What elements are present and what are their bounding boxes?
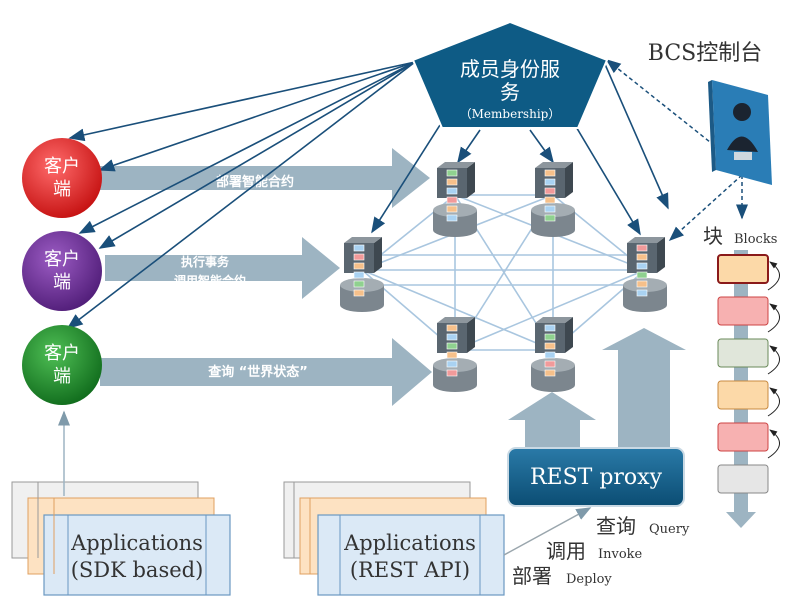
rest-proxy-label: REST proxy <box>530 465 663 490</box>
execute-arrow <box>105 237 340 299</box>
client-1[interactable]: 客户 端 <box>22 138 102 218</box>
rest-proxy-arrows <box>508 328 686 452</box>
query-arrow <box>100 338 432 406</box>
block-4 <box>717 380 769 410</box>
block-5 <box>717 422 769 452</box>
op-invoke-cn: 调用 <box>546 539 586 563</box>
bcs-console-label: BCS控制台 <box>648 41 762 66</box>
membership-title-2: 务 <box>500 80 520 104</box>
block-3 <box>717 338 769 368</box>
apps-sdk-line2: (SDK based) <box>71 558 204 582</box>
rest-apps-to-proxy-link <box>503 507 592 556</box>
block-1 <box>717 254 769 284</box>
op-deploy-cn: 部署 <box>512 564 552 588</box>
client-2-label-2: 端 <box>53 272 71 293</box>
query-arrow-label: 查询 “世界状态” <box>207 364 308 380</box>
client-arrows <box>100 148 432 406</box>
client-2[interactable]: 客户 端 <box>22 231 102 311</box>
execute-arrow-label-1: 执行事务 <box>181 254 230 269</box>
block-6 <box>717 464 769 494</box>
client-1-label-2: 端 <box>53 179 71 200</box>
op-invoke-en: Invoke <box>598 547 643 562</box>
peer-nodes <box>340 162 667 392</box>
apps-sdk-stack: Applications (SDK based) <box>11 481 231 596</box>
peer-node <box>433 162 477 237</box>
console-user-icon <box>708 80 772 185</box>
op-query-en: Query <box>649 522 690 537</box>
apps-sdk-line1: Applications <box>70 531 203 555</box>
apps-rest-stack: Applications (REST API) <box>283 481 505 596</box>
peer-node <box>623 237 667 312</box>
peer-node <box>340 237 384 312</box>
client-3-label-1: 客户 <box>44 343 80 364</box>
membership-subtitle: （Membership） <box>460 107 561 121</box>
peer-node <box>433 317 477 392</box>
peer-node <box>531 317 575 392</box>
console-links <box>605 59 748 242</box>
blocks-cn-label: 块 <box>703 224 723 248</box>
peer-mesh <box>361 194 646 351</box>
blockchain <box>717 250 780 528</box>
membership-links <box>66 61 669 329</box>
op-query-cn: 查询 <box>596 514 636 538</box>
membership-title-1: 成员身份服 <box>460 57 560 81</box>
membership-service: 成员身份服 务 （Membership） <box>411 20 609 129</box>
apps-rest-line2: (REST API) <box>350 558 470 582</box>
block-2 <box>717 296 769 326</box>
execute-arrow-label-2: 调用智能合约 <box>174 273 246 288</box>
blocks-en-label: Blocks <box>734 232 777 247</box>
deploy-arrow-label: 部署智能合约 <box>216 174 294 190</box>
client-2-label-1: 客户 <box>44 249 80 270</box>
operations: 查询 Query 调用 Invoke 部署 Deploy <box>512 514 690 588</box>
client-1-label-1: 客户 <box>44 156 80 177</box>
deploy-arrow <box>100 148 430 208</box>
apps-rest-line1: Applications <box>343 531 476 555</box>
rest-proxy: REST proxy <box>507 447 685 507</box>
client-3-label-2: 端 <box>53 366 71 387</box>
op-deploy-en: Deploy <box>566 572 612 587</box>
client-3[interactable]: 客户 端 <box>22 325 102 405</box>
peer-node <box>531 162 575 237</box>
